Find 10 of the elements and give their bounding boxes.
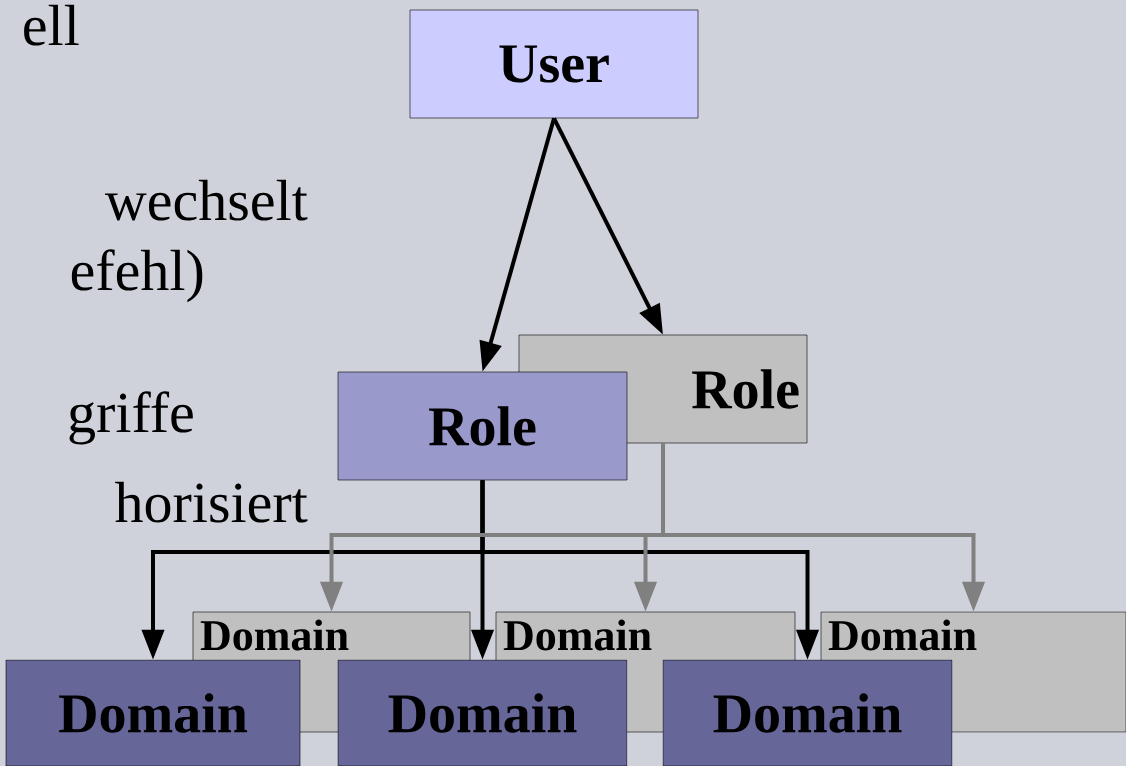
role-box: Role	[337, 371, 628, 481]
bullet-text: wechselt	[104, 179, 308, 221]
bullet-text: ell	[24, 4, 79, 46]
bullet-text: griffe	[69, 391, 193, 445]
user-box: User	[409, 9, 699, 119]
bullet-text: efehl)	[71, 249, 203, 303]
bullet-text: horisiert	[115, 481, 308, 523]
domain-box: Domain	[662, 659, 953, 766]
domain-box: Domain	[337, 659, 628, 766]
domain-box: Domain	[5, 659, 301, 766]
